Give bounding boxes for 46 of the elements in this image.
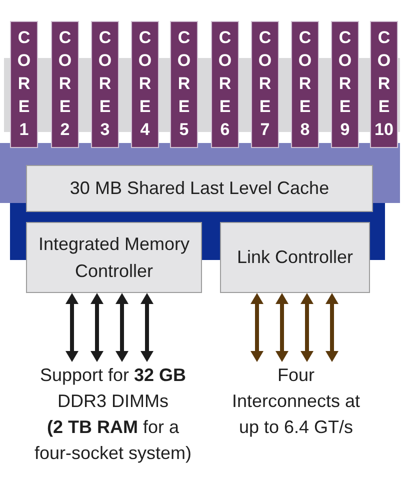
double-arrow [250, 293, 264, 362]
core-number: 3 [99, 119, 111, 141]
core-label: CORE [217, 27, 233, 118]
double-arrow [326, 293, 338, 362]
core-block [211, 21, 239, 148]
core-block [251, 21, 279, 148]
double-arrow [300, 293, 314, 362]
double-arrow [90, 293, 104, 362]
core-label: CORE [257, 27, 273, 118]
double-arrow [140, 293, 154, 362]
cache-panel [26, 165, 373, 212]
core-label: CORE [16, 27, 32, 118]
panel-label: Link Controller [236, 246, 354, 269]
memory-support-note: Support for 32 GB DDR3 DIMMs (2 TB RAM for a four-socket system) [30, 362, 196, 466]
core-label: CORE [57, 27, 73, 118]
core-number: 2 [59, 119, 71, 141]
double-arrow [66, 293, 78, 362]
core-block [370, 21, 398, 148]
core-block [131, 21, 159, 148]
core-block [291, 21, 319, 148]
core-label: CORE [137, 27, 153, 118]
core-block [91, 21, 119, 148]
core-block [331, 21, 359, 148]
panel-label: 30 MB Shared Last Level Cache [70, 177, 330, 200]
core-label: CORE [297, 27, 313, 118]
core-number: 1 [18, 119, 30, 141]
memory-controller-panel [26, 222, 202, 293]
core-block [170, 21, 198, 148]
core-label: CORE [376, 27, 392, 118]
double-arrow [116, 293, 128, 362]
core-block [10, 21, 38, 148]
core-label: CORE [176, 27, 192, 118]
core-block [51, 21, 79, 148]
core-number: 4 [139, 119, 151, 141]
core-number: 6 [219, 119, 231, 141]
panel-label: Integrated Memory Controller [37, 232, 191, 282]
core-number: 9 [339, 119, 351, 141]
core-label: CORE [337, 27, 353, 118]
double-arrow [276, 293, 288, 362]
core-number: 10 [374, 119, 394, 141]
core-number: 8 [299, 119, 311, 141]
link-controller-panel [220, 222, 370, 293]
core-label: CORE [97, 27, 113, 118]
interconnect-note: Four Interconnects at up to 6.4 GT/s [226, 362, 366, 440]
core-number: 7 [259, 119, 271, 141]
core-number: 5 [178, 119, 190, 141]
